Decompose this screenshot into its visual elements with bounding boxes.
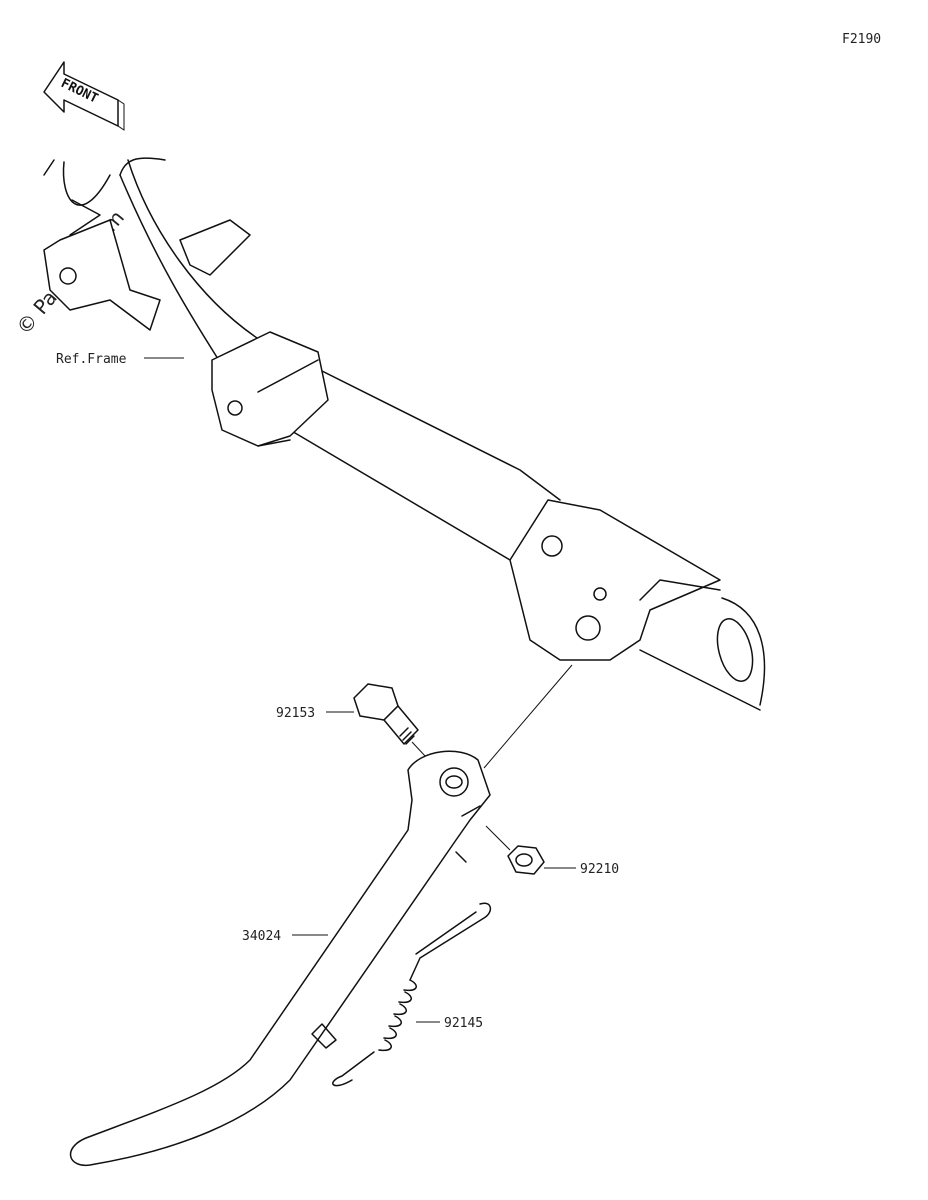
label-spring: 92145 bbox=[444, 1016, 483, 1031]
spring-coils bbox=[378, 979, 417, 1052]
diagram-code: F2190 bbox=[842, 32, 881, 47]
label-nut: 92210 bbox=[580, 862, 619, 877]
side-stand-34024 bbox=[69, 750, 491, 1166]
frame-bracket-upper bbox=[43, 199, 251, 331]
label-bolt: 92153 bbox=[276, 706, 315, 721]
frame-bracket-middle bbox=[211, 331, 329, 447]
label-side-stand: 34024 bbox=[242, 929, 281, 944]
nut-guide bbox=[485, 825, 511, 851]
frame-tube bbox=[43, 157, 766, 711]
spring-92145 bbox=[332, 902, 492, 1087]
stand-pivot-guide bbox=[483, 664, 573, 769]
label-ref-frame: Ref.Frame bbox=[56, 352, 127, 367]
front-arrow-icon: FRONT bbox=[43, 61, 125, 131]
frame-stand-bracket bbox=[509, 499, 721, 661]
nut-92210 bbox=[507, 845, 545, 875]
bolt-92153 bbox=[353, 683, 419, 745]
